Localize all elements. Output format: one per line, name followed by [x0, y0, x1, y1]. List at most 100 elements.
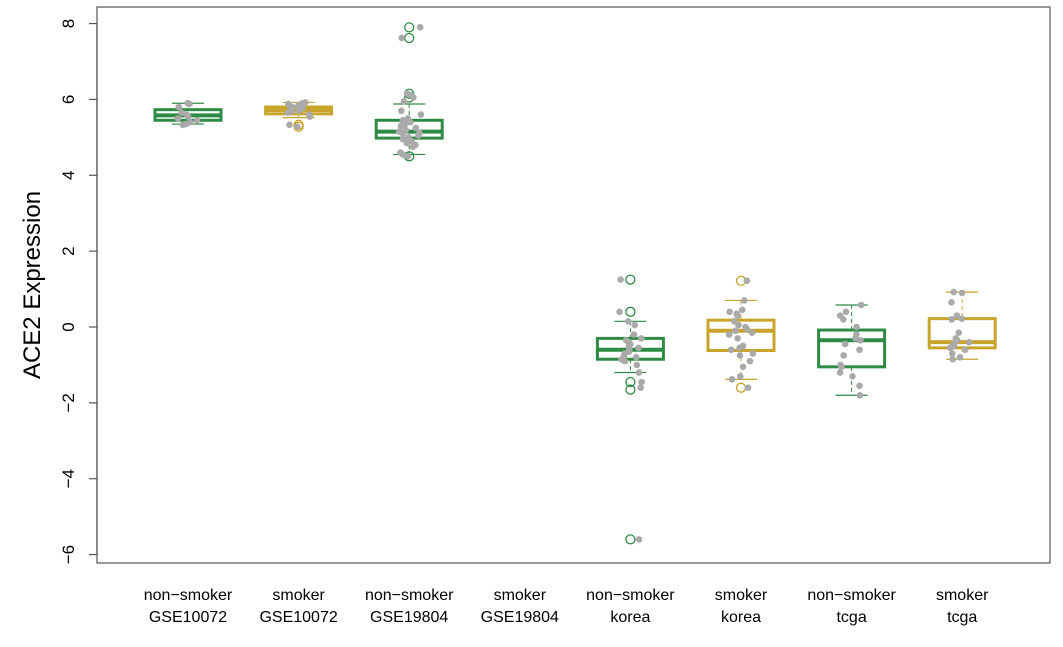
box-group-4	[595, 274, 665, 545]
y-tick-label: 2	[59, 246, 78, 255]
data-point	[399, 130, 407, 137]
outlier-point	[735, 382, 747, 393]
data-point	[728, 376, 736, 383]
plot-frame	[96, 6, 1051, 564]
data-point	[638, 335, 645, 342]
box-group-6	[817, 301, 887, 399]
outlier-point	[404, 32, 415, 44]
data-point	[950, 288, 957, 296]
x-tick-label-line1: smoker	[715, 587, 768, 604]
data-point	[734, 312, 741, 319]
x-tick-label-line1: smoker	[272, 587, 325, 604]
data-point	[637, 384, 644, 391]
data-point	[400, 98, 408, 105]
y-tick-label: −4	[59, 469, 78, 488]
data-point	[632, 354, 640, 361]
outlier-point	[404, 22, 415, 33]
data-point	[736, 352, 744, 359]
data-point	[184, 113, 192, 120]
x-tick-label-line2: korea	[610, 609, 650, 626]
y-tick-label: 6	[59, 95, 78, 104]
data-point	[746, 357, 754, 365]
data-point	[852, 335, 859, 342]
box-groups	[153, 22, 997, 545]
data-point	[635, 536, 643, 543]
x-tick-label-line1: smoker	[936, 587, 989, 604]
data-point	[853, 323, 860, 331]
outlier-point	[625, 306, 636, 317]
data-point	[743, 325, 750, 333]
outlier-point	[625, 376, 636, 388]
data-point	[398, 34, 406, 42]
data-point	[174, 115, 182, 122]
box-group-7	[927, 288, 997, 363]
box	[817, 328, 887, 369]
data-point	[404, 153, 412, 160]
data-point	[638, 378, 645, 386]
data-point	[836, 369, 844, 376]
data-point	[961, 346, 969, 354]
outlier-point	[625, 534, 636, 545]
data-point	[727, 346, 735, 354]
x-tick-label-line2: tcga	[947, 609, 977, 626]
data-point	[417, 111, 425, 118]
data-point	[284, 109, 292, 116]
x-tick-label-line2: GSE19804	[481, 609, 559, 626]
data-point	[415, 132, 422, 139]
y-tick-label: 4	[59, 171, 78, 180]
x-tick-label-line1: non−smoker	[586, 587, 675, 604]
data-point	[293, 123, 301, 131]
data-point	[725, 331, 733, 338]
outlier-point	[625, 274, 636, 285]
data-point	[965, 338, 973, 346]
data-point	[734, 335, 741, 342]
data-point	[635, 369, 643, 376]
data-point	[955, 329, 963, 336]
data-point	[410, 94, 417, 101]
data-point	[624, 318, 632, 325]
data-point	[842, 308, 850, 316]
data-point	[857, 301, 865, 309]
data-point	[744, 384, 752, 391]
data-point	[732, 327, 739, 335]
data-point	[175, 103, 183, 111]
data-point	[856, 346, 863, 354]
data-point	[948, 316, 956, 323]
data-point	[412, 124, 420, 132]
data-point	[616, 308, 623, 316]
data-point	[186, 100, 193, 108]
y-tick-label: 8	[59, 19, 78, 28]
y-axis-label: ACE2 Expression	[19, 191, 46, 379]
data-point	[748, 329, 756, 336]
data-point	[948, 350, 956, 357]
data-point	[735, 321, 742, 329]
box-group-5	[706, 275, 776, 393]
data-point	[407, 118, 414, 126]
data-point	[179, 121, 187, 129]
data-point	[630, 331, 638, 338]
data-point	[948, 299, 955, 306]
data-point	[743, 277, 751, 285]
data-point	[857, 336, 864, 344]
data-point	[617, 276, 624, 283]
x-tick-label-line1: non−smoker	[365, 587, 454, 604]
x-tick-label-line2: GSE10072	[259, 609, 337, 626]
data-point	[397, 122, 405, 130]
x-tick-label-line2: tcga	[836, 609, 866, 626]
data-point	[403, 139, 411, 147]
data-point	[294, 107, 302, 115]
y-tick-label: −2	[59, 393, 78, 412]
y-tick-label: 0	[59, 322, 78, 331]
x-tick-label-line1: non−smoker	[807, 587, 896, 604]
data-point	[730, 318, 738, 325]
data-point	[633, 361, 641, 369]
data-point	[193, 116, 201, 124]
data-point	[841, 340, 849, 348]
data-point	[849, 373, 856, 380]
x-tick-label-line2: GSE10072	[149, 609, 227, 626]
box-group-0	[153, 99, 223, 129]
data-point	[953, 312, 961, 319]
